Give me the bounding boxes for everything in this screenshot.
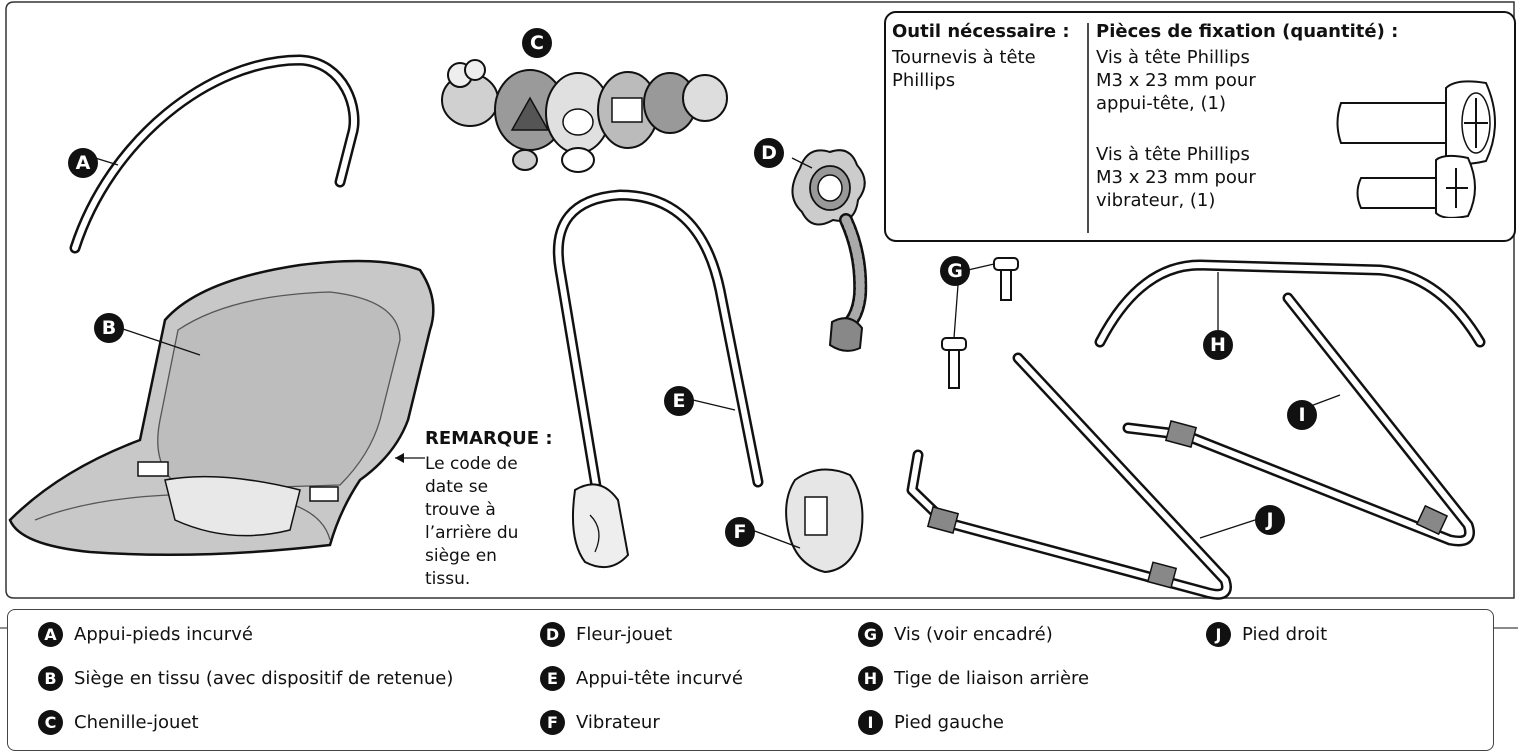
headrest-drawing [558, 195, 758, 567]
legend-badge: I [858, 710, 883, 735]
legend-badge: J [1206, 622, 1231, 647]
screw2-line: M3 x 23 mm pour [1096, 166, 1256, 189]
legend-label: Siège en tissu (avec dispositif de reten… [74, 664, 453, 694]
legend-badge: C [38, 710, 63, 735]
part-badge-j: J [1255, 505, 1285, 535]
part-badge-i: I [1287, 400, 1317, 430]
flower-toy-drawing [792, 150, 865, 351]
part-badge-f: F [725, 517, 755, 547]
screw1-line: Vis à tête Phillips [1096, 46, 1256, 69]
part-badge-d: D [754, 138, 784, 168]
screw-icon [1336, 58, 1506, 218]
part-badge-e: E [664, 386, 694, 416]
legend-label: Vibrateur [576, 708, 660, 738]
tool-line: Phillips [892, 69, 1036, 92]
part-badge-g: G [940, 256, 970, 286]
legend-badge: G [858, 622, 883, 647]
screw2-line: vibrateur, (1) [1096, 189, 1256, 212]
legend-label: Pied droit [1242, 620, 1327, 650]
legend-badge: E [540, 666, 565, 691]
legend-label: Appui-pieds incurvé [74, 620, 253, 650]
right-leg-drawing [912, 358, 1255, 594]
legend-badge: D [540, 622, 565, 647]
tool-heading: Outil nécessaire : [892, 21, 1070, 42]
fabric-seat-drawing [10, 261, 433, 555]
screw2-text: Vis à tête Phillips M3 x 23 mm pour vibr… [1096, 143, 1256, 212]
part-badge-c: C [522, 28, 552, 58]
screw1-line: M3 x 23 mm pour [1096, 69, 1256, 92]
screw1-text: Vis à tête Phillips M3 x 23 mm pour appu… [1096, 46, 1256, 115]
tool-line: Tournevis à tête [892, 46, 1036, 69]
footrest-drawing [75, 60, 354, 248]
part-badge-b: B [94, 313, 124, 343]
note-line: trouve à [425, 499, 535, 522]
part-badge-h: H [1203, 330, 1233, 360]
legend-badge: B [38, 666, 63, 691]
note-line: siège en tissu. [425, 545, 535, 591]
legend-label: Vis (voir encadré) [894, 620, 1053, 650]
screw2-line: Vis à tête Phillips [1096, 143, 1256, 166]
legend-badge: H [858, 666, 883, 691]
legend-label: Tige de liaison arrière [894, 664, 1089, 694]
note-line: Le code de [425, 453, 535, 476]
screw1-line: appui-tête, (1) [1096, 92, 1256, 115]
parts-heading: Pièces de fixation (quantité) : [1096, 21, 1398, 42]
part-badge-a: A [68, 148, 98, 178]
parts-legend: A Appui-pieds incurvé B Siège en tissu (… [7, 609, 1494, 751]
note-title: REMARQUE : [425, 428, 553, 449]
hardware-box: Outil nécessaire : Tournevis à tête Phil… [884, 11, 1516, 242]
legend-label: Appui-tête incurvé [576, 664, 743, 694]
legend-badge: A [38, 622, 63, 647]
note-body: Le code de date se trouve à l’arrière du… [425, 453, 535, 591]
legend-label: Fleur-jouet [576, 620, 672, 650]
legend-label: Chenille-jouet [74, 708, 199, 738]
note-line: date se [425, 476, 535, 499]
box-divider [1086, 23, 1090, 233]
legend-label: Pied gauche [894, 708, 1004, 738]
legend-badge: F [540, 710, 565, 735]
caterpillar-toy-drawing [442, 60, 727, 172]
note-line: l’arrière du [425, 522, 535, 545]
tool-text: Tournevis à tête Phillips [892, 46, 1036, 92]
vibrator-drawing [752, 470, 862, 572]
